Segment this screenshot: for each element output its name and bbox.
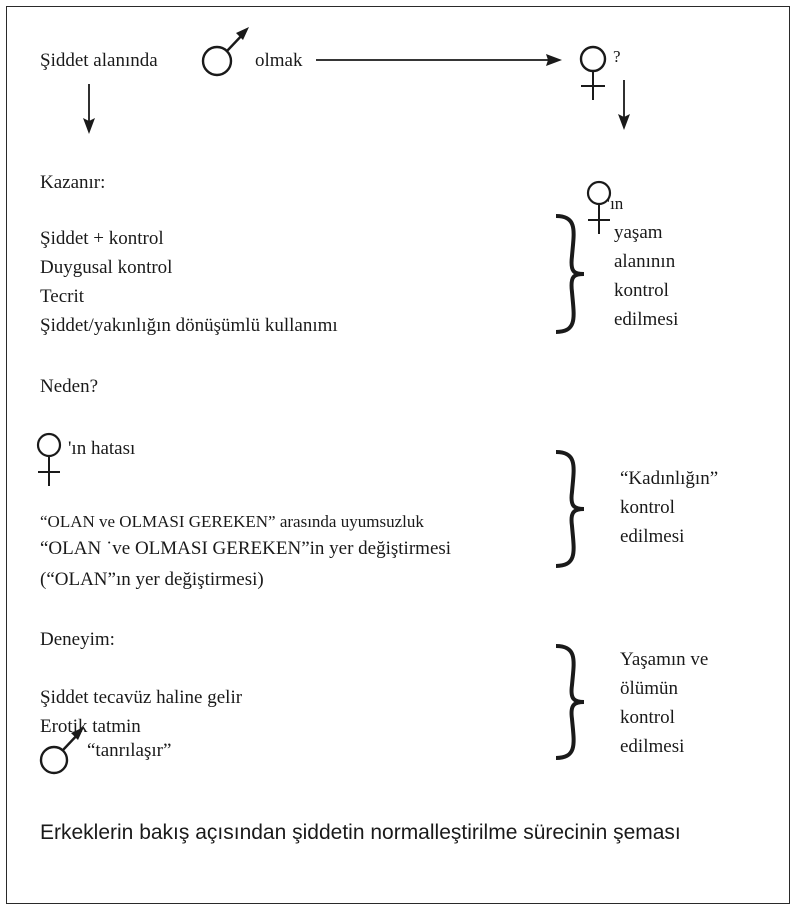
label-line: “Kadınlığın” (620, 468, 719, 489)
label-line: kontrol (620, 497, 675, 518)
section3-heading: Deneyim: (40, 629, 115, 650)
label-line: Yaşamın ve (620, 649, 709, 670)
arrow-icon (618, 80, 630, 130)
male-symbol-icon (39, 727, 84, 775)
list-item: Erotik tatmin (40, 716, 141, 737)
label-line: edilmesi (620, 736, 685, 757)
arrow-icon (83, 84, 95, 134)
right-brace-icon (555, 450, 585, 568)
list-item: Şiddet/yakınlığın dönüşümlü kullanımı (40, 315, 338, 336)
right-brace-icon (555, 644, 585, 760)
section1-right-suffix: 'ın (607, 194, 624, 213)
section2-right-label: “Kadınlığın” kontrol edilmesi (620, 464, 718, 551)
arrow-icon (316, 54, 562, 66)
list-item: Şiddet + kontrol (40, 228, 164, 249)
section3-right-label: Yaşamın ve ölümün kontrol edilmesi (620, 645, 708, 761)
label-line: kontrol (614, 280, 669, 301)
figure-caption: Erkeklerin bakış açısından şiddetin norm… (40, 821, 681, 844)
section1-items: Şiddet + kontrol Duygusal kontrol Tecrit… (40, 224, 338, 340)
female-symbol-icon (579, 45, 607, 100)
section3-items: Şiddet tecavüz haline gelir Erotik tatmi… (40, 683, 242, 741)
label-line: yaşam (614, 222, 663, 243)
section1-right-label: yaşam alanının kontrol edilmesi (614, 218, 678, 334)
list-item: Tecrit (40, 286, 85, 307)
label-line: alanının (614, 251, 676, 272)
header-right-question: ? (613, 47, 621, 66)
section1-heading: Kazanır: (40, 172, 106, 193)
section2-line: “OLAN ve OLMASI GEREKEN” arasında uyumsu… (40, 512, 424, 531)
female-symbol-icon (586, 180, 612, 234)
section2-line: “OLAN ˙ve OLMASI GEREKEN”in yer değiştir… (40, 538, 452, 559)
label-line: edilmesi (620, 526, 685, 547)
section2-heading: Neden? (40, 376, 99, 397)
right-brace-icon (555, 214, 585, 334)
header-left-prefix: Şiddet alanında (40, 50, 158, 71)
list-item: Şiddet tecavüz haline gelir (40, 687, 243, 708)
section2-fault: 'ın hatası (68, 438, 136, 459)
label-line: kontrol (620, 707, 675, 728)
section3-tanri: “tanrılaşır” (87, 740, 172, 761)
section2-line: (“OLAN”ın yer değiştirmesi) (40, 569, 264, 590)
label-line: edilmesi (614, 309, 679, 330)
label-line: ölümün (620, 678, 679, 699)
diagram-frame (6, 6, 790, 904)
list-item: Duygusal kontrol (40, 257, 173, 278)
header-left-suffix: olmak (255, 50, 303, 71)
female-symbol-icon (36, 432, 62, 486)
male-symbol-icon (201, 27, 249, 77)
